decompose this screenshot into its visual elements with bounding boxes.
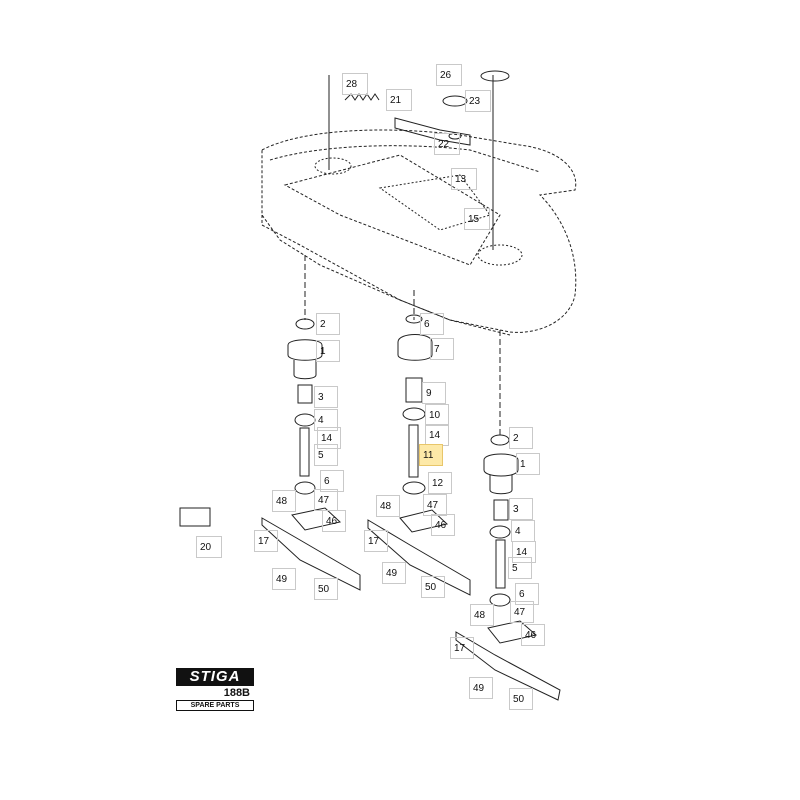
callout-4-a: 4 bbox=[314, 409, 338, 431]
callout-4-c: 4 bbox=[511, 520, 535, 542]
spindle-column-c bbox=[455, 434, 561, 701]
callout-50-c: 50 bbox=[509, 688, 533, 710]
bracket bbox=[394, 117, 471, 146]
callout-26: 26 bbox=[436, 64, 462, 86]
callout-17-b: 17 bbox=[364, 530, 388, 552]
spindle-column-a bbox=[179, 318, 361, 591]
callout-47-a: 47 bbox=[314, 489, 338, 511]
logo-brand: STIGA bbox=[176, 668, 254, 686]
callout-2-c: 2 bbox=[509, 427, 533, 449]
callout-46-c: 46 bbox=[521, 624, 545, 646]
callout-3-a: 3 bbox=[314, 386, 338, 408]
callout-49-c: 49 bbox=[469, 677, 493, 699]
callout-13: 13 bbox=[451, 168, 477, 190]
callout-14-a: 14 bbox=[317, 427, 341, 449]
callout-46-a: 46 bbox=[322, 510, 346, 532]
spring bbox=[344, 93, 380, 101]
callout-11-b: 11 bbox=[419, 444, 443, 466]
callout-1-c: 1 bbox=[516, 453, 540, 475]
callout-2-a: 2 bbox=[316, 313, 340, 335]
callout-12-b: 12 bbox=[428, 472, 452, 494]
callout-1-a: 1 bbox=[316, 340, 340, 362]
stiga-logo: STIGA 188B SPARE PARTS bbox=[176, 668, 256, 712]
callout-22: 22 bbox=[434, 133, 460, 155]
callout-17-a: 17 bbox=[254, 530, 278, 552]
callout-50-b: 50 bbox=[421, 576, 445, 598]
callout-46-b: 46 bbox=[431, 514, 455, 536]
callout-6-a: 6 bbox=[320, 470, 344, 492]
callout-9-b: 9 bbox=[422, 382, 446, 404]
callout-23: 23 bbox=[465, 90, 491, 112]
callout-49-b: 49 bbox=[382, 562, 406, 584]
callout-17-c: 17 bbox=[450, 637, 474, 659]
callout-50-a: 50 bbox=[314, 578, 338, 600]
callout-15: 15 bbox=[464, 208, 490, 230]
callout-49-a: 49 bbox=[272, 568, 296, 590]
callout-20: 20 bbox=[196, 536, 222, 558]
callout-48-b: 48 bbox=[376, 495, 400, 517]
callout-3-c: 3 bbox=[509, 498, 533, 520]
callout-47-c: 47 bbox=[510, 601, 534, 623]
callout-14-c: 14 bbox=[512, 541, 536, 563]
mower-deck bbox=[261, 129, 577, 333]
callout-21: 21 bbox=[386, 89, 412, 111]
callout-47-b: 47 bbox=[423, 494, 447, 516]
callout-6-c: 6 bbox=[515, 583, 539, 605]
callout-28: 28 bbox=[342, 73, 368, 95]
callout-6-b: 6 bbox=[420, 313, 444, 335]
callout-5-c: 5 bbox=[508, 557, 532, 579]
logo-model: 188B bbox=[223, 687, 250, 699]
callout-48-c: 48 bbox=[470, 604, 494, 626]
callout-48-a: 48 bbox=[272, 490, 296, 512]
callout-14-b: 14 bbox=[425, 424, 449, 446]
callout-10-b: 10 bbox=[425, 404, 449, 426]
logo-subtitle: SPARE PARTS bbox=[176, 700, 254, 711]
callout-7-b: 7 bbox=[430, 338, 454, 360]
callout-5-a: 5 bbox=[314, 444, 338, 466]
